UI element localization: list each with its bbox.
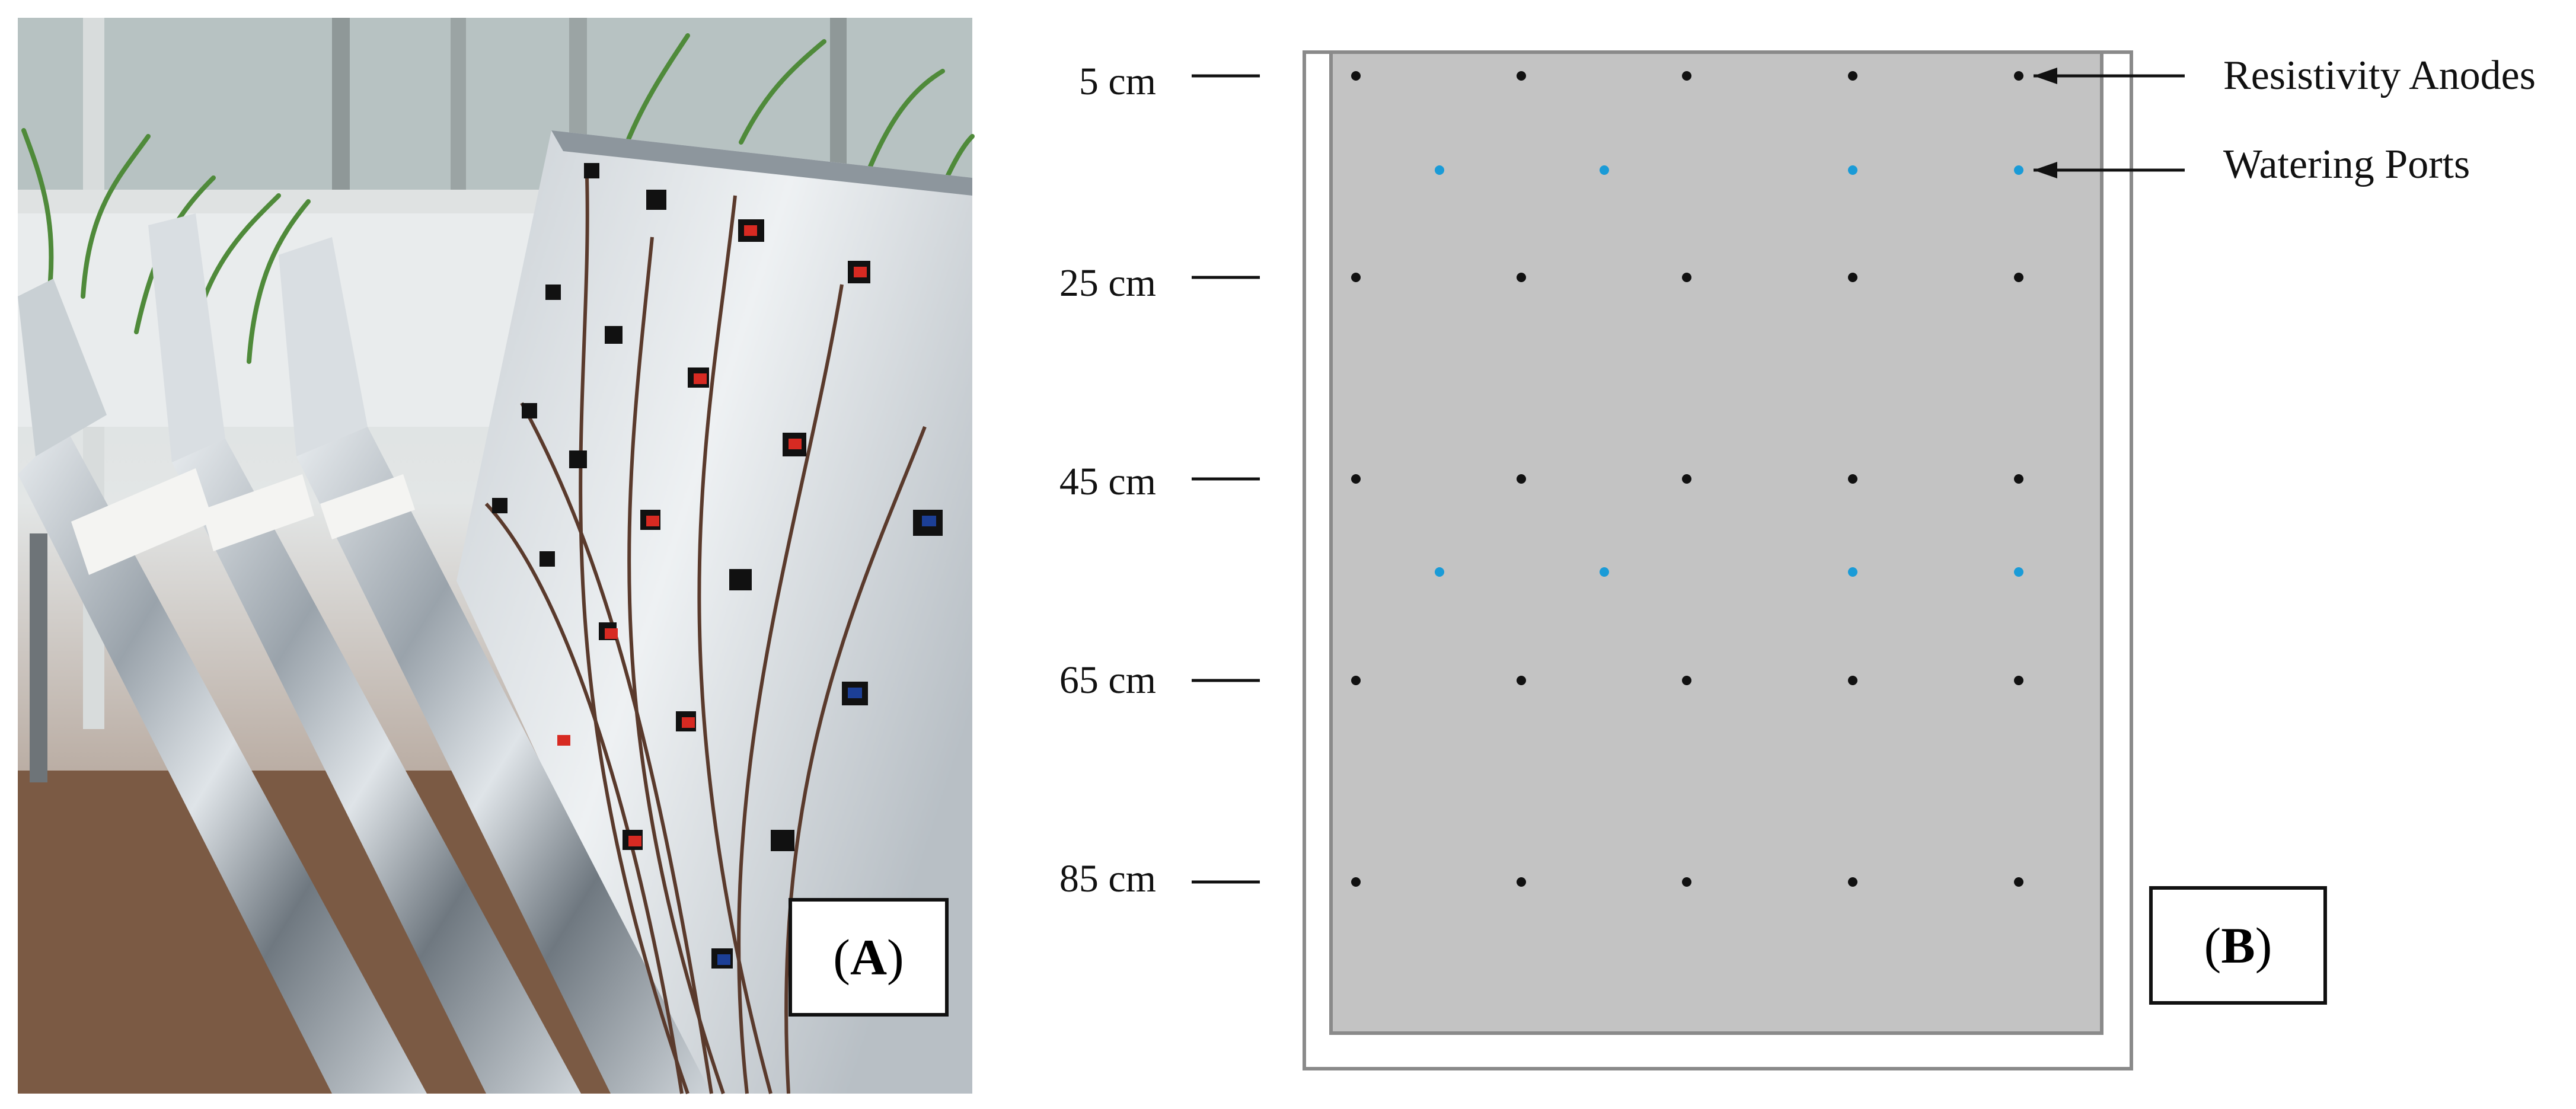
resistivity-anodes-label: Resistivity Anodes xyxy=(2223,53,2536,98)
resistivity-anode xyxy=(1351,474,1361,484)
resistivity-anode xyxy=(2014,273,2023,282)
ports-arrowhead xyxy=(2034,162,2057,178)
resistivity-anode xyxy=(1517,273,1526,282)
resistivity-anode xyxy=(1848,474,1857,484)
watering-port xyxy=(1435,165,1444,175)
annotation-arrows xyxy=(2034,68,2185,178)
resistivity-anodes xyxy=(1351,71,2023,887)
resistivity-anode xyxy=(1351,71,1361,81)
watering-port xyxy=(1848,567,1857,577)
depth-label-45cm: 45 cm xyxy=(1059,460,1156,503)
anodes-arrowhead xyxy=(2034,68,2057,84)
depth-label-85cm: 85 cm xyxy=(1059,857,1156,900)
watering-port xyxy=(1848,165,1857,175)
resistivity-anode xyxy=(1351,273,1361,282)
panel-a-label: (A) xyxy=(789,898,949,1017)
depth-label-65cm: 65 cm xyxy=(1059,659,1156,702)
rhizobox-photo xyxy=(18,18,975,1094)
watering-ports-label: Watering Ports xyxy=(2223,142,2470,187)
resistivity-anode xyxy=(1682,877,1691,887)
watering-port xyxy=(2014,165,2023,175)
resistivity-anode xyxy=(1351,877,1361,887)
watering-port xyxy=(1600,165,1609,175)
resistivity-anode xyxy=(2014,474,2023,484)
panel-b-letter: B xyxy=(2221,917,2255,974)
watering-port xyxy=(1435,567,1444,577)
resistivity-anode xyxy=(1351,676,1361,685)
resistivity-anode xyxy=(1682,273,1691,282)
watering-ports xyxy=(1435,165,2023,577)
watering-port xyxy=(1600,567,1609,577)
resistivity-anode xyxy=(1517,676,1526,685)
resistivity-anode xyxy=(1517,71,1526,81)
resistivity-anode xyxy=(1517,877,1526,887)
soil-panel xyxy=(1329,50,2103,1035)
depth-label-5cm: 5 cm xyxy=(1078,60,1156,103)
resistivity-anode xyxy=(1848,877,1857,887)
depth-label-25cm: 25 cm xyxy=(1059,261,1156,305)
resistivity-anode xyxy=(1848,273,1857,282)
watering-port xyxy=(2014,567,2023,577)
resistivity-anode xyxy=(1682,71,1691,81)
resistivity-anode xyxy=(1848,676,1857,685)
panel-b-label: (B) xyxy=(2149,886,2327,1005)
panel-a-letter: A xyxy=(850,929,888,986)
resistivity-anode xyxy=(2014,71,2023,81)
resistivity-anode xyxy=(2014,877,2023,887)
resistivity-anode xyxy=(1517,474,1526,484)
resistivity-anode xyxy=(1682,474,1691,484)
resistivity-anode xyxy=(1682,676,1691,685)
resistivity-anode xyxy=(1848,71,1857,81)
depth-ticks xyxy=(1192,74,1260,884)
resistivity-anode xyxy=(2014,676,2023,685)
